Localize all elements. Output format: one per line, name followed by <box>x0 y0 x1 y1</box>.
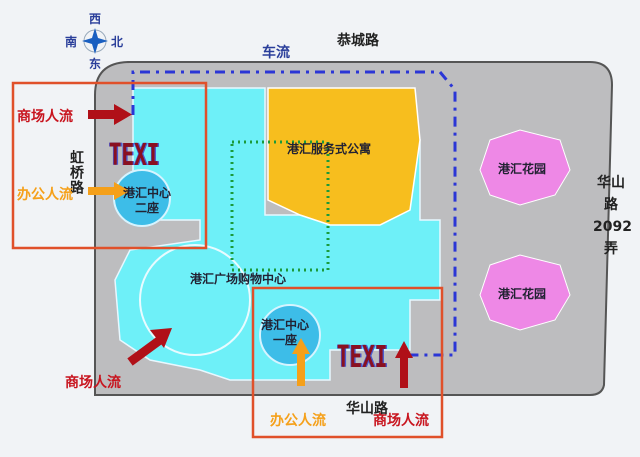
taxi-sign-bottom: TEXI <box>336 340 388 375</box>
garden1-shape <box>479 129 571 206</box>
compass-north: 北 <box>111 35 124 49</box>
compass-icon <box>82 28 108 54</box>
green-path <box>230 140 330 272</box>
apartment-label: 港汇服务式公寓 <box>287 142 372 156</box>
road-bottom-label: 华山路 <box>346 401 388 417</box>
road-right-label: 华山路2092弄 <box>593 175 632 257</box>
compass-south: 南 <box>65 35 78 49</box>
mall-flow-left-label: 商场人流 <box>17 109 73 125</box>
garden1-label: 港汇花园 <box>498 162 547 176</box>
apartment-building <box>267 87 421 226</box>
mall-flow-bottom-left-label: 商场人流 <box>65 375 121 391</box>
mall-dome <box>139 244 251 356</box>
compass-east: 东 <box>89 57 102 71</box>
car-flow-label: 车流 <box>262 45 290 61</box>
taxi-sign-left: TEXI <box>108 138 160 173</box>
office-flow-arrow-left <box>88 182 130 200</box>
mall-flow-arrow-bottom-left <box>127 328 172 366</box>
garden2-shape <box>479 254 571 331</box>
office-flow-arrow-bottom <box>292 338 310 386</box>
mall-flow-arrow-left <box>88 104 132 125</box>
mall-label: 港汇广场购物中心 <box>190 272 287 286</box>
tower2-label: 港汇中心二座 <box>122 186 171 215</box>
road-top-label: 恭城路 <box>337 33 379 49</box>
office-flow-bottom-label: 办公人流 <box>270 413 326 429</box>
garden2-label: 港汇花园 <box>498 287 547 301</box>
office-flow-left-label: 办公人流 <box>17 187 73 203</box>
compass-west: 西 <box>89 12 102 26</box>
mall-flow-bottom-label: 商场人流 <box>373 413 429 429</box>
mall-flow-arrow-bottom <box>395 341 413 388</box>
tower1-label: 港汇中心一座 <box>260 318 309 347</box>
highlight-box-left <box>11 81 208 250</box>
highlight-box-bottom <box>251 286 444 439</box>
road-left-label: 虹桥路 <box>68 150 84 195</box>
